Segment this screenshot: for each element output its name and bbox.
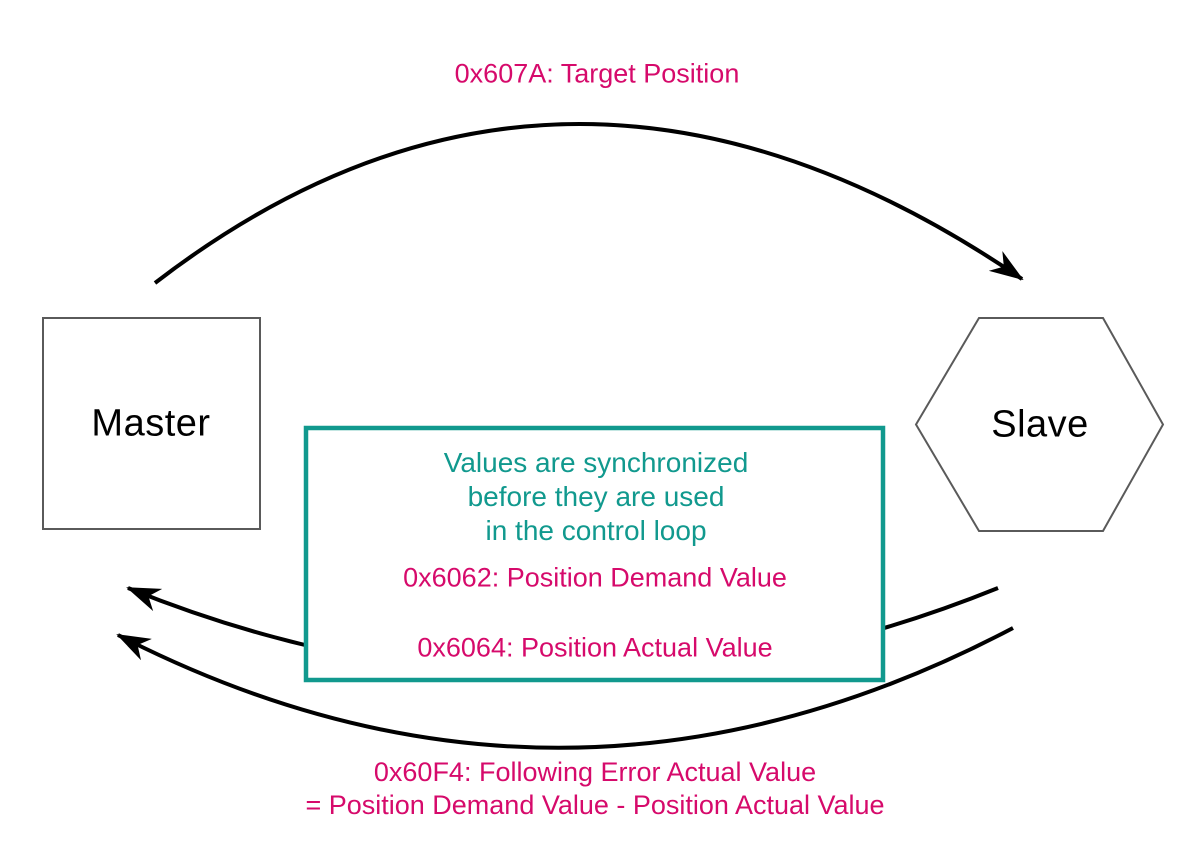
sync-note: Values are synchronized before they are … [444,446,749,548]
position-actual-value-label: 0x6064: Position Actual Value [417,632,773,663]
following-error-label: 0x60F4: Following Error Actual Value = P… [305,756,884,822]
sync-note-line-1: Values are synchronized [443,447,749,478]
sync-note-line-3: in the control loop [485,515,707,546]
sync-note-line-2: before they are used [467,481,725,512]
position-actual-return-arrow [116,626,1014,750]
slave-node-label: Slave [991,403,1089,446]
master-node-label: Master [91,402,211,445]
target-position-arrow-label: 0x607A: Target Position [454,58,740,89]
target-position-arrow [153,122,1024,285]
master-node-shape [42,317,261,530]
position-demand-value-label: 0x6062: Position Demand Value [403,562,787,593]
following-error-label-line-1: 0x60F4: Following Error Actual Value [373,757,817,787]
sync-box-outline [303,425,886,683]
following-error-label-line-2: = Position Demand Value - Position Actua… [305,790,885,820]
slave-node-shape [914,317,1165,532]
